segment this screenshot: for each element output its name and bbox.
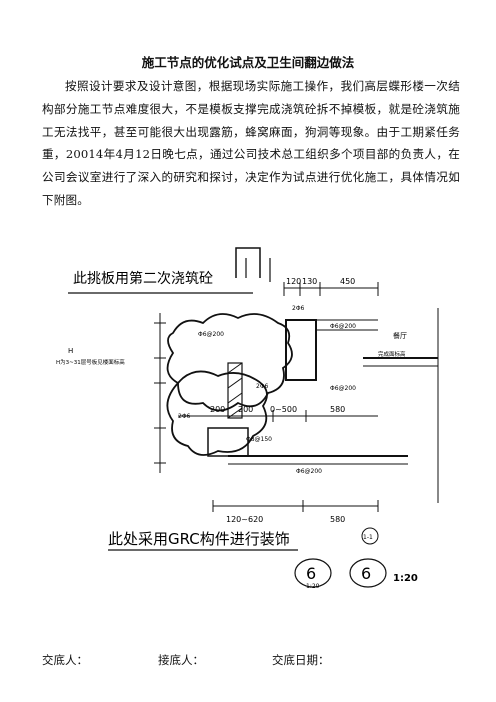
dim-top-2: 130	[302, 277, 317, 286]
drawing-floor-label: 完成面标高	[378, 350, 406, 358]
drawing-bottom-note: 此处采用GRC构件进行装饰	[108, 530, 290, 548]
construction-detail-drawing: 此挑板用第二次浇筑砼 H H为3~31层号板见楼面标高 餐厅 完成面标高 120…	[56, 247, 439, 590]
dim-mid-2: 200	[238, 405, 253, 414]
dim-top-1: 120	[286, 277, 301, 286]
footer-received-by: 接底人：	[158, 653, 204, 667]
dim-bottom-1: 120~620	[226, 515, 263, 524]
dim-top-3: 450	[340, 277, 355, 286]
rebar-label-8: Φ6@200	[296, 468, 322, 475]
detail-mark: 1-1	[363, 534, 373, 541]
body-paragraph: 按照设计要求及设计意图，根据现场实际施工操作，我们高层蝶形楼一次结构部分施工节点…	[42, 79, 460, 207]
drawing-h-label: H	[68, 347, 73, 355]
drawing-top-note: 此挑板用第二次浇筑砼	[73, 270, 213, 287]
dim-bottom-2: 580	[330, 515, 345, 524]
rebar-label-7: Φ8@150	[246, 436, 272, 443]
footer-delivered-by: 交底人：	[42, 653, 88, 667]
rebar-label-6: 2Φ6	[178, 413, 191, 420]
page-title: 施工节点的优化试点及卫生间翻边做法	[141, 55, 355, 70]
drawing-room-label: 餐厅	[393, 331, 407, 340]
scale-label-2: 1:20	[393, 573, 418, 584]
dim-mid-3: 0~500	[270, 405, 297, 414]
rebar-label-4: 2Φ6	[256, 383, 269, 390]
detail-number-2: 6	[361, 564, 371, 583]
footer-date: 交底日期：	[272, 653, 330, 667]
drawing-h-note: H为3~31层号板见楼面标高	[56, 358, 125, 366]
rebar-label-2: Φ6@200	[198, 331, 224, 338]
dim-mid-4: 580	[330, 405, 345, 414]
rebar-label-1: 2Φ6	[292, 305, 305, 312]
rebar-label-3: Φ6@200	[330, 323, 356, 330]
rebar-label-5: Φ6@200	[330, 385, 356, 392]
detail-number-1: 6	[306, 564, 316, 583]
dim-mid-1: 200	[210, 405, 225, 414]
scale-label-1: 1:20	[306, 583, 320, 590]
